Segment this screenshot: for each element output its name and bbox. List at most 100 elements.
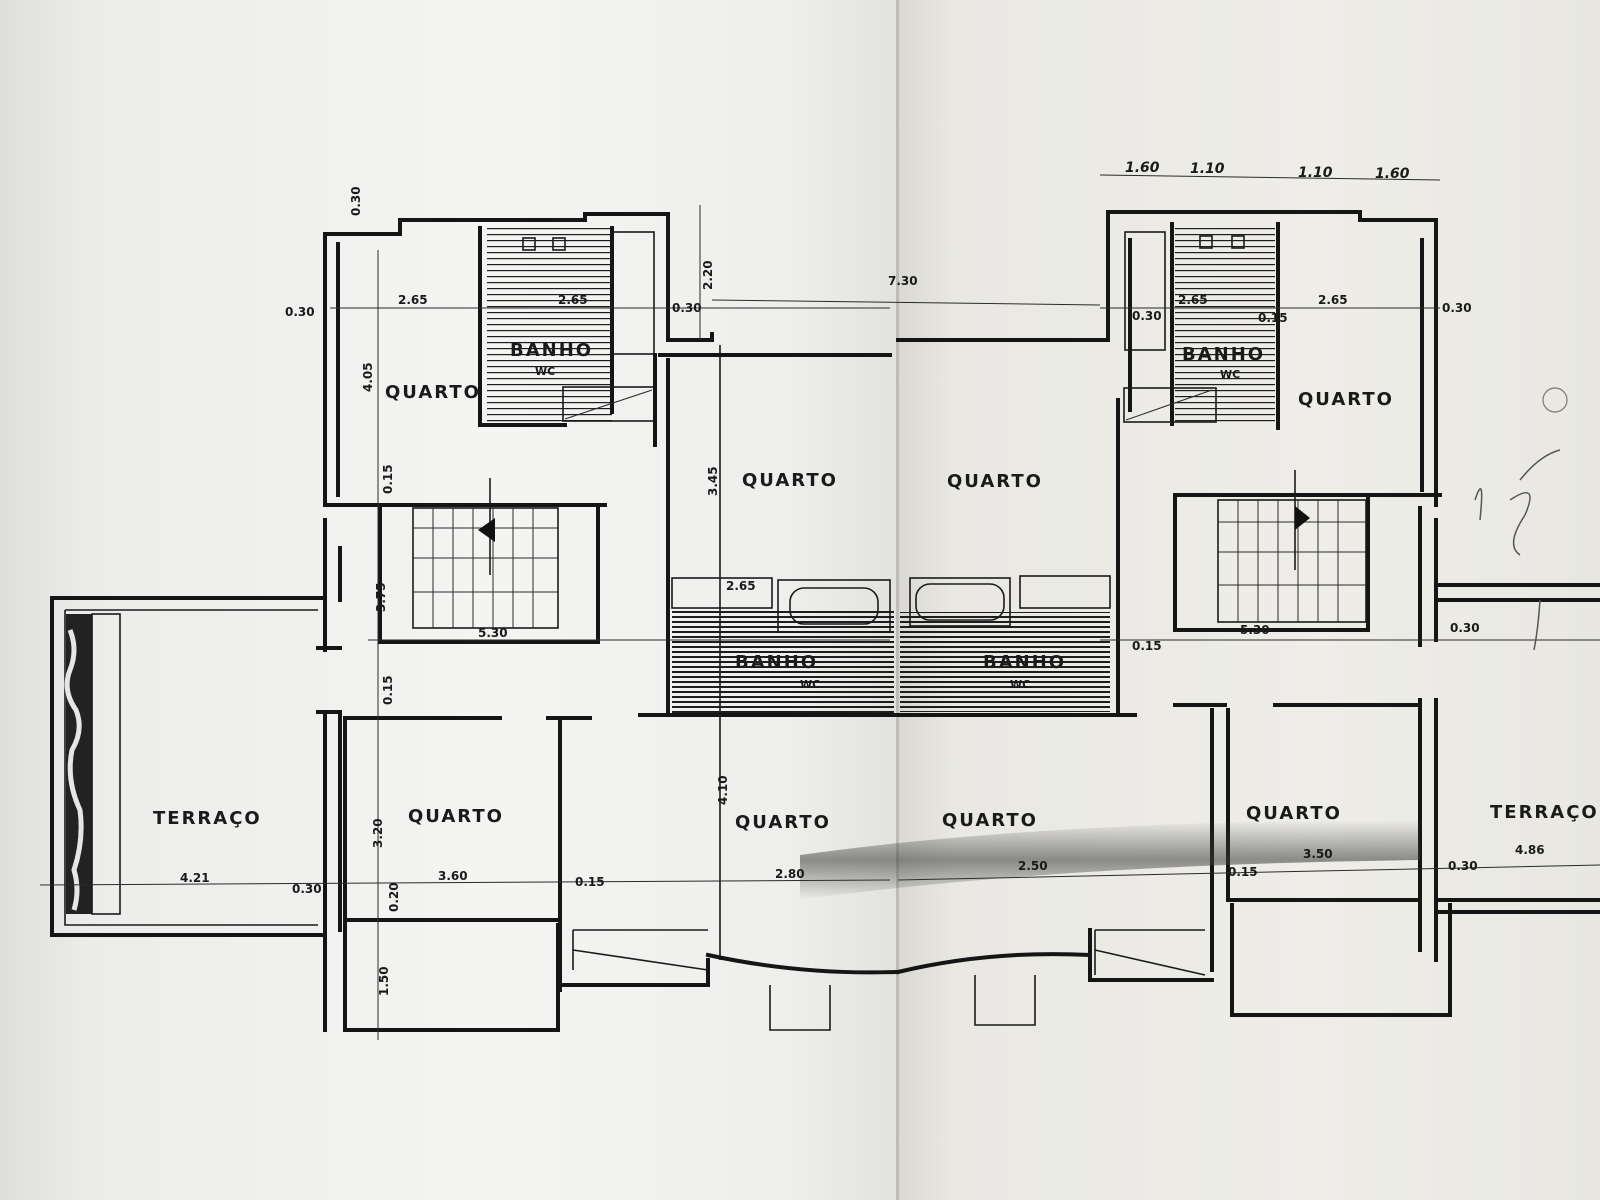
right-east-wall-lower — [1418, 698, 1438, 962]
left-dim-line-horizontal-bottom — [39, 879, 891, 886]
right-staircase — [1217, 470, 1367, 623]
right-bath-mid-tub-inner — [915, 583, 1005, 621]
right-bath-top-floor — [1175, 224, 1275, 424]
right-bath-top-walls — [1170, 222, 1280, 430]
left-bath-top-fixture-diagonal — [564, 389, 653, 420]
right-quarto-bottom-left-label: QUARTO — [942, 810, 1038, 831]
right-dim-top-110-b: 1.10 — [1298, 165, 1333, 181]
left-west-wall-mid — [323, 518, 342, 652]
left-bath-mid-floor — [672, 608, 894, 713]
left-dim-265-banho: 2.65 — [558, 293, 588, 307]
left-top-outer-wall — [323, 212, 714, 342]
right-wc-mid-label: WC — [1010, 678, 1030, 691]
left-dim-405: 4.05 — [361, 362, 375, 392]
right-dim-486: 4.86 — [1515, 843, 1545, 857]
right-dim-015-a: 0.15 — [1258, 311, 1288, 325]
right-dim-top-160-a: 1.60 — [1125, 160, 1160, 176]
left-bath-top-floor — [487, 228, 612, 423]
right-bath-top-sink-b — [1231, 235, 1245, 249]
right-bath-top-fixture — [1123, 387, 1217, 423]
left-dim-360: 3.60 — [438, 869, 468, 883]
right-quarto-mid-label: QUARTO — [947, 471, 1043, 492]
right-bath-mid-tub — [909, 577, 1011, 627]
right-unit — [711, 174, 1600, 1026]
left-dim-530: 5.30 — [478, 626, 508, 640]
left-terraco-railing — [91, 613, 121, 915]
right-bath-top-sink-a — [1199, 235, 1213, 249]
left-banho-mid-label: BANHO — [735, 652, 818, 673]
left-bath-top-sink-b — [552, 237, 566, 251]
paper-fold-line — [896, 0, 899, 1200]
left-terraco-planter-texture — [64, 629, 84, 911]
center-dim-730: 7.30 — [888, 274, 918, 288]
right-bottom-wardrobe-walls — [1088, 928, 1214, 982]
right-stair-walls — [1173, 493, 1370, 632]
right-dim-030-b: 0.30 — [1442, 301, 1472, 315]
left-bottom-balcony — [343, 918, 560, 1032]
pencil-circle — [1542, 387, 1568, 413]
right-top-outer-wall — [896, 210, 1438, 507]
left-bath-top-sink-a — [522, 237, 536, 251]
left-staircase — [412, 478, 559, 629]
left-dim-220: 2.20 — [701, 260, 715, 290]
left-dim-345: 3.45 — [706, 466, 720, 496]
left-dim-030-top: 0.30 — [349, 186, 363, 216]
right-dim-250: 2.50 — [1018, 859, 1048, 873]
right-quarto-bottom-right-label: QUARTO — [1246, 803, 1342, 824]
left-bath-mid-counter — [671, 577, 773, 609]
left-wc-mid-label: WC — [800, 678, 820, 691]
right-bath-top-fixture-diagonal — [1125, 389, 1213, 421]
left-dim-265-quarto: 2.65 — [398, 293, 428, 307]
right-dim-015-c: 0.15 — [1228, 865, 1258, 879]
left-dim-015-b: 0.15 — [381, 675, 395, 705]
right-quarto-top-label: QUARTO — [1298, 389, 1394, 410]
right-dim-top-110-a: 1.10 — [1190, 161, 1225, 177]
right-dim-030-a: 0.30 — [1132, 309, 1162, 323]
right-banho-mid-label: BANHO — [983, 652, 1066, 673]
right-dim-015-b: 0.15 — [1132, 639, 1162, 653]
left-wc-top-label: WC — [535, 365, 555, 378]
left-dim-375: 3.75 — [374, 582, 388, 612]
pencil-scribble — [1474, 449, 1561, 651]
right-terraco-top-wall — [1436, 583, 1600, 602]
right-bottom-balcony — [1230, 903, 1452, 1017]
left-bath-mid-tub-inner — [789, 587, 879, 625]
left-dim-030-left: 0.30 — [285, 305, 315, 319]
right-bath-top-shower — [1124, 231, 1166, 351]
right-dim-350: 3.50 — [1303, 847, 1333, 861]
left-bottom-room-walls — [558, 716, 710, 992]
left-quarto-bottom-mid-label: QUARTO — [735, 812, 831, 833]
right-banho-top-label: BANHO — [1182, 344, 1265, 365]
left-terraco-label: TERRAÇO — [153, 808, 262, 829]
left-dim-015-a: 0.15 — [381, 464, 395, 494]
left-bath-mid-tub — [777, 579, 891, 633]
left-terraco-inner — [64, 609, 318, 926]
left-dim-020: 0.20 — [387, 882, 401, 912]
left-dim-410: 4.10 — [716, 775, 730, 805]
right-dim-530: 5.30 — [1240, 623, 1270, 637]
right-bottom-wardrobe — [1094, 929, 1206, 976]
photocopy-smudge — [800, 820, 1420, 900]
right-dim-265-banho: 2.65 — [1178, 293, 1208, 307]
right-dim-top-160-b: 1.60 — [1375, 166, 1410, 182]
right-dim-265-quarto: 2.65 — [1318, 293, 1348, 307]
left-dim-320: 3.20 — [371, 818, 385, 848]
right-bath-mid-floor — [900, 612, 1110, 712]
left-bath-top-shower — [611, 231, 655, 355]
left-dim-265-mid: 2.65 — [726, 579, 756, 593]
center-dim-line — [711, 299, 1101, 306]
right-terraco-bottom-wall — [1436, 898, 1600, 914]
left-unit — [39, 205, 898, 1040]
left-dim-280: 2.80 — [775, 867, 805, 881]
left-quarto-bottom-left-label: QUARTO — [408, 806, 504, 827]
left-bottom-step — [769, 985, 831, 1031]
right-dim-030-d: 0.30 — [1448, 859, 1478, 873]
left-bottom-wardrobe — [572, 929, 709, 971]
right-terraco-label: TERRAÇO — [1490, 802, 1599, 823]
left-banho-top-label: BANHO — [510, 340, 593, 361]
left-dim-421: 4.21 — [180, 871, 210, 885]
left-quarto-top-label: QUARTO — [385, 382, 481, 403]
left-quarto-mid-label: QUARTO — [742, 470, 838, 491]
